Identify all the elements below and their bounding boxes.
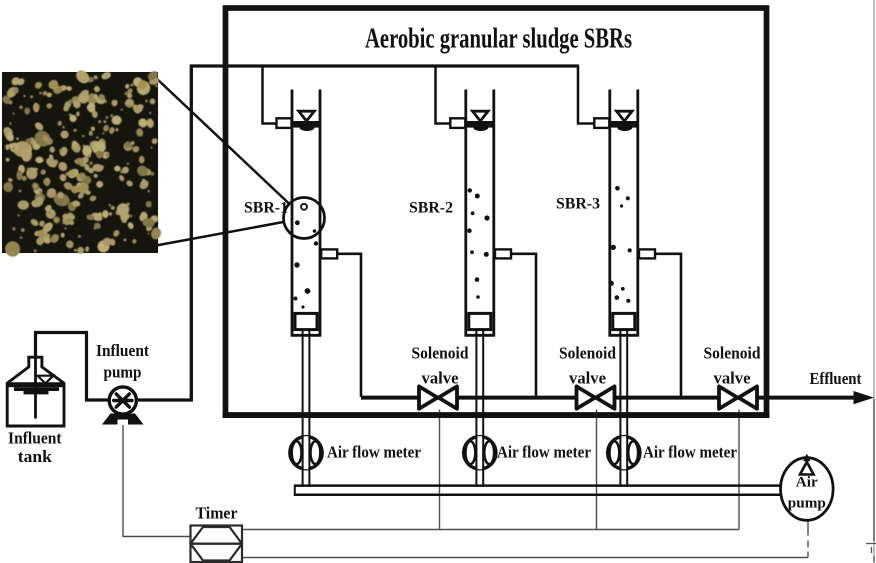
svg-text:pump: pump [104,363,142,382]
svg-text:Air flow meter: Air flow meter [497,443,591,462]
svg-text:Air flow meter: Air flow meter [643,443,737,462]
svg-text:valve: valve [569,369,606,388]
svg-text:SBR-2: SBR-2 [409,200,453,217]
svg-text:Effluent: Effluent [810,369,862,388]
svg-text:Influent: Influent [8,429,62,448]
svg-text:Air flow meter: Air flow meter [327,443,421,462]
svg-text:Solenoid: Solenoid [559,344,616,363]
svg-text:Air: Air [796,475,818,491]
svg-text:Influent: Influent [96,341,149,360]
svg-text:Solenoid: Solenoid [704,344,761,363]
svg-text:SBR-1: SBR-1 [244,199,288,216]
svg-text:valve: valve [422,369,459,388]
svg-text:SBR-3: SBR-3 [556,196,600,213]
svg-text:Solenoid: Solenoid [412,344,469,363]
svg-text:Timer: Timer [196,504,238,523]
svg-text:pump: pump [788,496,826,512]
svg-text:valve: valve [714,369,751,388]
svg-text:tank: tank [18,447,53,466]
svg-text:Aerobic granular sludge SBRs: Aerobic granular sludge SBRs [365,24,632,55]
